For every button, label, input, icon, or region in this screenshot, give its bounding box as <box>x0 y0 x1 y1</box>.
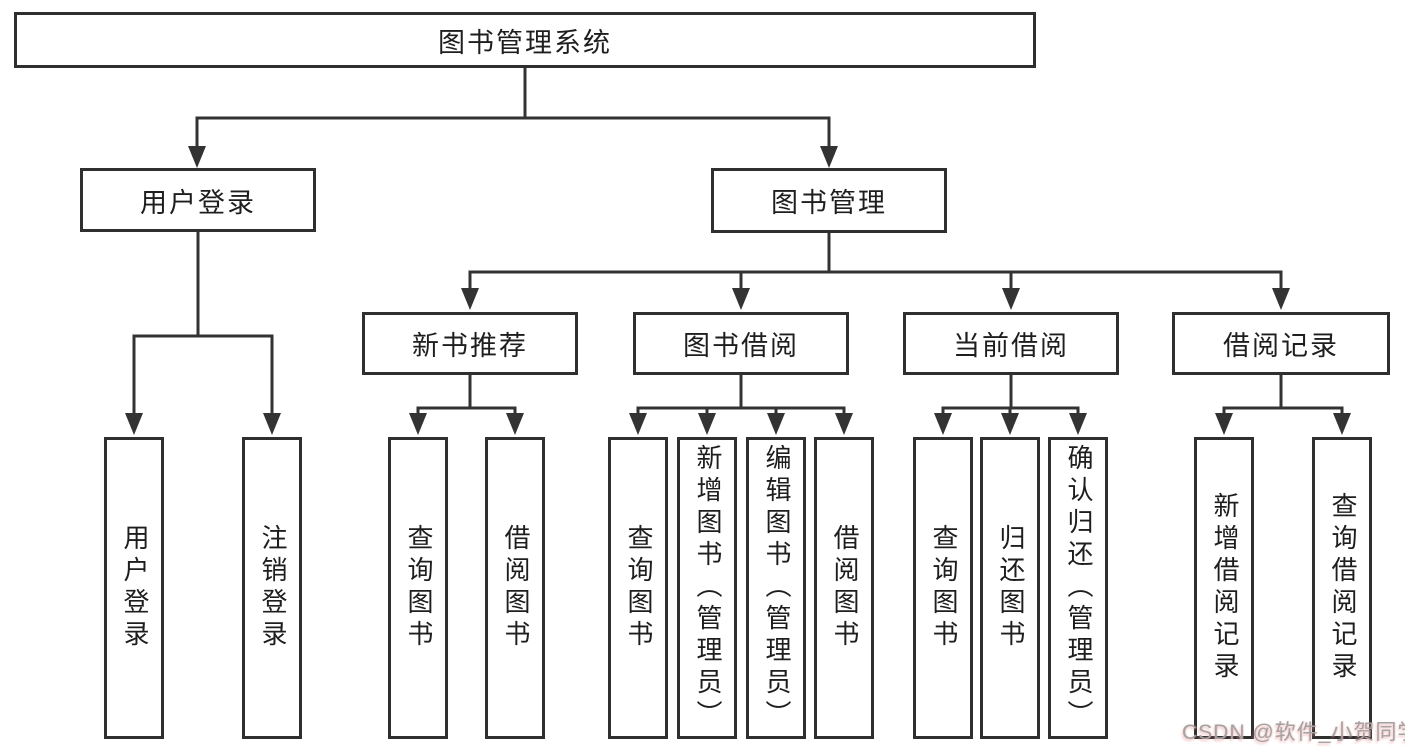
connector-root <box>188 68 838 168</box>
connector-borrow-records <box>1215 375 1351 435</box>
arrowhead <box>820 146 838 168</box>
node-book-borrow: 图书借阅 <box>633 312 849 375</box>
arrowhead <box>732 288 750 310</box>
connector-book-borrow <box>629 375 853 435</box>
leaf-br-add-record: 新增借阅记录 <box>1194 437 1254 739</box>
leaf-label: 用户登录 <box>119 524 150 652</box>
leaf-bb-edit-book-admin: 编辑图书（管理员） <box>746 437 806 739</box>
leaf-logout: 注销登录 <box>242 437 302 739</box>
leaf-bb-add-book-admin: 新增图书（管理员） <box>677 437 737 739</box>
connector-user-login <box>125 232 281 435</box>
leaf-bb-query-book: 查询图书 <box>608 437 668 739</box>
leaf-label: 注销登录 <box>257 524 288 652</box>
arrowhead <box>934 413 952 435</box>
leaf-label: 查询图书 <box>403 524 434 652</box>
connector-book-mgmt <box>461 233 1290 310</box>
connector-new-book-rec <box>409 375 524 435</box>
leaf-label: 借阅图书 <box>500 524 531 652</box>
leaf-user-login: 用户登录 <box>104 437 164 739</box>
arrowhead <box>506 413 524 435</box>
leaf-label: 查询借阅记录 <box>1327 492 1358 684</box>
arrowhead <box>125 413 143 435</box>
leaf-cb-confirm-return-admin: 确认归还（管理员） <box>1048 437 1108 739</box>
arrowhead <box>1069 413 1087 435</box>
csdn-watermark: CSDN @软件_小贺同学 <box>1182 721 1405 744</box>
leaf-label: 新增图书（管理员） <box>692 444 723 732</box>
arrowhead <box>629 413 647 435</box>
leaf-label: 确认归还（管理员） <box>1063 444 1094 732</box>
leaf-label: 编辑图书（管理员） <box>761 444 792 732</box>
arrowhead <box>1272 288 1290 310</box>
connector-current-borrow <box>934 375 1087 435</box>
arrowhead <box>835 413 853 435</box>
leaf-cb-return-book: 归还图书 <box>980 437 1040 739</box>
node-borrow-records: 借阅记录 <box>1172 312 1390 375</box>
arrowhead <box>767 413 785 435</box>
leaf-bb-borrow-book: 借阅图书 <box>814 437 874 739</box>
arrowhead <box>1333 413 1351 435</box>
arrowhead <box>1215 413 1233 435</box>
arrowhead <box>188 146 206 168</box>
leaf-nbr-borrow-book: 借阅图书 <box>485 437 545 739</box>
arrowhead <box>461 288 479 310</box>
leaf-label: 查询图书 <box>623 524 654 652</box>
node-new-book-rec: 新书推荐 <box>362 312 578 375</box>
node-library-system: 图书管理系统 <box>14 12 1036 68</box>
leaf-label: 归还图书 <box>995 524 1026 652</box>
leaf-nbr-query-book: 查询图书 <box>388 437 448 739</box>
leaf-br-query-record: 查询借阅记录 <box>1312 437 1372 739</box>
leaf-label: 新增借阅记录 <box>1209 492 1240 684</box>
node-current-borrow: 当前借阅 <box>903 312 1119 375</box>
node-book-mgmt: 图书管理 <box>711 168 947 233</box>
arrowhead <box>1001 413 1019 435</box>
arrowhead <box>1002 288 1020 310</box>
arrowhead <box>263 413 281 435</box>
arrowhead <box>409 413 427 435</box>
leaf-label: 查询图书 <box>928 524 959 652</box>
leaf-cb-query-book: 查询图书 <box>913 437 973 739</box>
leaf-label: 借阅图书 <box>829 524 860 652</box>
arrowhead <box>698 413 716 435</box>
node-user-login: 用户登录 <box>80 168 316 232</box>
